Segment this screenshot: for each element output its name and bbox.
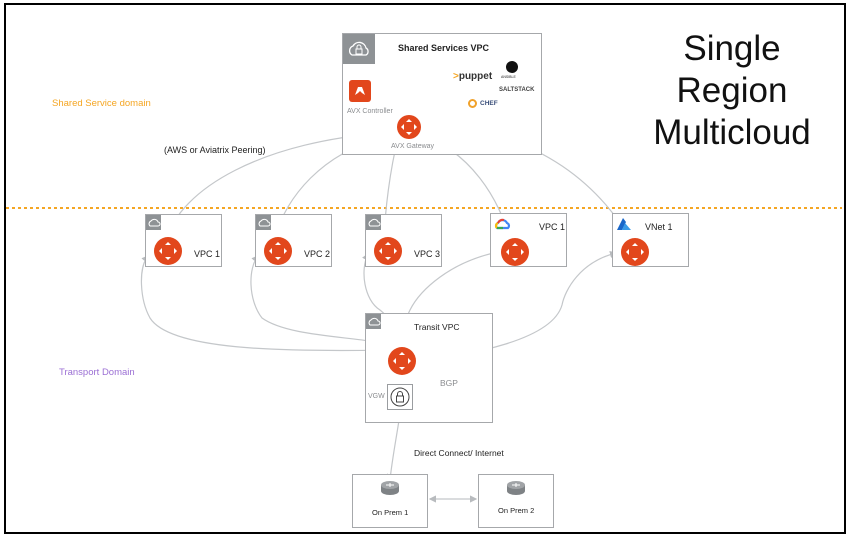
spoke-vpc-gcp[interactable]: VPC 1 bbox=[490, 213, 567, 267]
transit-line-vpc1 bbox=[140, 255, 394, 354]
spoke-label: VPC 2 bbox=[304, 249, 331, 259]
spoke-gateway-icon[interactable] bbox=[621, 238, 649, 266]
diagram-title: Single Region Multicloud bbox=[638, 28, 826, 154]
on-prem-2[interactable]: On Prem 2 bbox=[478, 474, 554, 528]
direct-connect-label: Direct Connect/ Internet bbox=[414, 448, 504, 458]
transport-domain-label: Transport Domain bbox=[59, 367, 135, 378]
aws-cloud-icon bbox=[366, 314, 381, 329]
spoke-gateway-icon[interactable] bbox=[374, 237, 402, 265]
router-icon bbox=[506, 480, 526, 501]
aws-cloud-icon bbox=[256, 215, 271, 230]
on-prem-1[interactable]: On Prem 1 bbox=[352, 474, 428, 528]
bgp-label: BGP bbox=[440, 378, 458, 388]
avx-controller-label: AVX Controller bbox=[347, 108, 393, 115]
avx-controller-icon[interactable] bbox=[349, 80, 371, 102]
azure-icon bbox=[616, 217, 632, 236]
ansible-icon bbox=[506, 61, 518, 73]
saltstack-logo: SALTSTACK bbox=[499, 87, 535, 93]
spoke-vnet-azure[interactable]: VNet 1 bbox=[612, 213, 689, 267]
title-line-1: Single bbox=[683, 29, 781, 68]
title-line-3: Multicloud bbox=[653, 113, 811, 152]
diagram-frame bbox=[4, 3, 846, 534]
spoke-vpc-aws-3[interactable]: VPC 3 bbox=[365, 214, 442, 267]
transit-gateway-icon[interactable] bbox=[388, 347, 416, 375]
spoke-vpc-aws-2[interactable]: VPC 2 bbox=[255, 214, 332, 267]
vgw-label: VGW bbox=[368, 393, 385, 400]
spoke-label: VPC 1 bbox=[539, 222, 566, 232]
puppet-logo: >puppet bbox=[453, 71, 493, 82]
on-prem-label: On Prem 1 bbox=[372, 508, 409, 517]
spoke-label: VPC 3 bbox=[414, 249, 441, 259]
direct-connect-line bbox=[387, 412, 403, 482]
chef-label: CHEF bbox=[480, 100, 498, 107]
spoke-label: VPC 1 bbox=[194, 249, 221, 259]
spoke-vpc-aws-1[interactable]: VPC 1 bbox=[145, 214, 222, 267]
transit-line-vpc2 bbox=[250, 255, 398, 348]
vpc-cloud-icon bbox=[343, 34, 375, 64]
spoke-gateway-icon[interactable] bbox=[501, 238, 529, 266]
spoke-gateway-icon[interactable] bbox=[264, 237, 292, 265]
on-prem-label: On Prem 2 bbox=[498, 506, 535, 515]
spoke-gateway-icon[interactable] bbox=[154, 237, 182, 265]
transit-vpc[interactable]: Transit VPC BGP VGW bbox=[365, 313, 493, 423]
chef-icon bbox=[468, 99, 477, 108]
gcp-cloud-icon bbox=[494, 217, 512, 236]
shared-services-vpc[interactable]: Shared Services VPC AVX Controller >pupp… bbox=[342, 33, 542, 155]
avx-gateway-label: AVX Gateway bbox=[391, 143, 435, 150]
shared-vpc-title: Shared Services VPC bbox=[398, 43, 490, 53]
spoke-label: VNet 1 bbox=[645, 222, 673, 232]
ansible-label: ANSIBLE bbox=[501, 75, 516, 79]
shared-domain-label: Shared Service domain bbox=[52, 98, 151, 109]
transit-vpc-title: Transit VPC bbox=[414, 322, 460, 332]
title-line-2: Region bbox=[676, 71, 788, 110]
avx-gateway-icon[interactable] bbox=[397, 115, 421, 139]
aws-cloud-icon bbox=[146, 215, 161, 230]
aws-cloud-icon bbox=[366, 215, 381, 230]
puppet-text: puppet bbox=[458, 71, 493, 82]
router-icon bbox=[380, 480, 400, 501]
peering-label: (AWS or Aviatrix Peering) bbox=[164, 145, 266, 155]
vgw-icon[interactable] bbox=[387, 384, 413, 410]
